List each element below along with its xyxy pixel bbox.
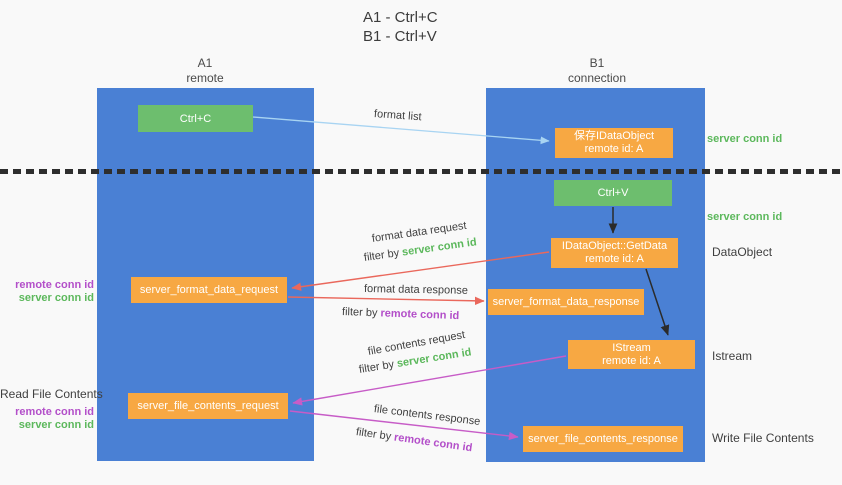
node-istream-line2: remote id: A xyxy=(602,354,661,367)
arrow-label-file-contents-response: file contents response xyxy=(373,403,481,428)
lane-header-b1: B1 connection xyxy=(547,56,647,86)
filter-key-remote-2: remote conn id xyxy=(393,431,474,455)
lane-a1-name: A1 xyxy=(197,56,213,70)
arrow-label-format-data-response: format data response xyxy=(363,283,469,297)
node-ctrl-v-label: Ctrl+V xyxy=(597,187,629,199)
node-idataobject-getdata: IDataObject::GetData remote id: A xyxy=(551,238,678,268)
label-remote-conn-id-1: remote conn id xyxy=(15,279,94,291)
node-server-format-data-request: server_format_data_request xyxy=(131,277,287,303)
node-save-dataobject-line2: remote id: A xyxy=(584,143,644,155)
node-save-dataobject-line1: 保存IDataObject xyxy=(573,130,655,142)
node-format-response-label: server_format_data_response xyxy=(492,296,640,308)
node-ctrl-c-label: Ctrl+C xyxy=(179,112,212,125)
node-istream-line1: IStream xyxy=(612,341,651,354)
title-line-2: B1 - Ctrl+V xyxy=(363,28,437,45)
arrow-label-filter-remote-2: filter byremote conn id xyxy=(355,426,473,454)
label-server-conn-id-top: server conn id xyxy=(707,133,783,145)
dashed-divider xyxy=(0,169,842,174)
node-getdata-line1: IDataObject::GetData xyxy=(561,240,668,252)
label-server-conn-id-2: server conn id xyxy=(18,419,94,431)
node-server-file-contents-response: server_file_contents_response xyxy=(523,426,683,452)
arrow-format-data-response xyxy=(287,296,485,306)
diagram-title: A1 - Ctrl+C B1 - Ctrl+V xyxy=(363,8,438,46)
filter-prefix-3: filter by xyxy=(358,358,395,376)
node-file-response-label: server_file_contents_response xyxy=(528,433,678,445)
label-conn-id-pair-2: remote conn id server conn id xyxy=(0,406,94,432)
node-format-request-label: server_format_data_request xyxy=(139,284,279,296)
title-line-1: A1 - Ctrl+C xyxy=(363,9,438,26)
lane-b1-subtitle: connection xyxy=(567,71,627,85)
label-read-file-contents: Read File Contents xyxy=(0,387,103,401)
node-getdata-line2: remote id: A xyxy=(585,253,644,265)
filter-prefix-4: filter by xyxy=(355,426,392,443)
label-write-file-contents: Write File Contents xyxy=(712,431,814,445)
label-server-conn-id-1: server conn id xyxy=(18,292,94,304)
node-ctrl-c: Ctrl+C xyxy=(138,105,253,132)
filter-prefix-1: filter by xyxy=(363,247,400,264)
label-istream: Istream xyxy=(712,349,753,363)
label-server-conn-id-mid: server conn id xyxy=(707,211,783,223)
arrow-label-format-list: format list xyxy=(373,108,422,124)
filter-key-server-1: server conn id xyxy=(401,236,478,259)
filter-prefix-2: filter by xyxy=(341,306,378,320)
filter-key-remote-1: remote conn id xyxy=(380,307,460,323)
node-server-file-contents-request: server_file_contents_request xyxy=(128,393,288,419)
node-server-format-data-response: server_format_data_response xyxy=(488,289,644,315)
label-conn-id-pair-1: remote conn id server conn id xyxy=(0,279,94,305)
node-istream: IStream remote id: A xyxy=(568,340,695,369)
lane-header-a1: A1 remote xyxy=(155,56,255,86)
label-dataobject: DataObject xyxy=(712,245,773,259)
lane-a1-subtitle: remote xyxy=(186,71,224,85)
node-file-request-label: server_file_contents_request xyxy=(137,400,279,412)
node-ctrl-v: Ctrl+V xyxy=(554,180,672,206)
label-remote-conn-id-2: remote conn id xyxy=(15,406,94,418)
lane-b1-name: B1 xyxy=(589,56,605,70)
node-save-dataobject: 保存IDataObject remote id: A xyxy=(555,128,673,158)
